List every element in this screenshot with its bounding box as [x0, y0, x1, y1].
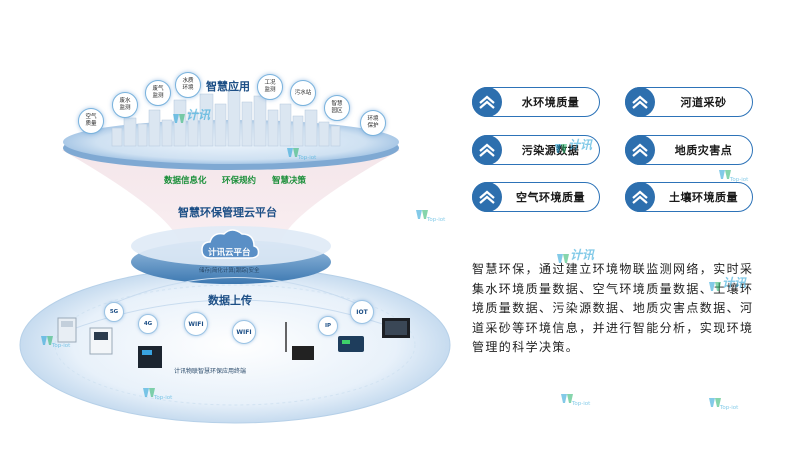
- category-label: 河道采砂: [680, 96, 727, 109]
- watermark: Top-iot: [708, 388, 738, 411]
- label-smart-decision: 智慧决策: [272, 176, 307, 186]
- category-air-quality: 空气环境质量: [472, 182, 600, 212]
- logo-icon: [40, 331, 54, 345]
- chevron-up-icon: [472, 135, 502, 165]
- chevron-up-icon: [472, 87, 502, 117]
- device-cabinet: [57, 317, 77, 343]
- label-env-rules: 环保规约: [222, 176, 257, 186]
- logo-icon: [142, 383, 156, 397]
- logo-icon: [708, 277, 722, 291]
- base-disc: [19, 266, 451, 424]
- category-soil-quality: 土壤环境质量: [625, 182, 753, 212]
- logo-icon: [556, 249, 570, 263]
- app-bubble-park: 智慧园区: [324, 95, 350, 121]
- logo-icon: [286, 143, 300, 157]
- logo-icon: [708, 393, 722, 407]
- upload-title: 数据上传: [208, 294, 252, 307]
- device-antenna-router: [285, 322, 314, 360]
- cloud-sub: 储存|简化计算|跟踪|安全: [199, 268, 260, 274]
- chevron-up-icon: [472, 182, 502, 212]
- app-bubble-exhaust: 废气监测: [145, 80, 171, 106]
- category-geohazard: 地质灾害点: [625, 135, 753, 165]
- terminal-caption: 计讯物联智慧环保应用终端: [174, 368, 247, 375]
- watermark: Top-iot: [40, 326, 70, 349]
- logo-icon: [415, 205, 429, 219]
- device-display-panel: [382, 318, 410, 338]
- cloud-icon: [201, 229, 260, 259]
- watermark: 计讯: [556, 244, 594, 263]
- label-data-info: 数据信息化: [164, 176, 207, 186]
- chip-iot: IOT: [350, 300, 374, 324]
- chip-wifi-2: WIFI: [232, 320, 256, 344]
- logo-icon: [172, 109, 186, 123]
- app-bubble-air: 空气质量: [78, 108, 104, 134]
- platform-diagram: [19, 89, 451, 424]
- watermark: 计讯: [554, 134, 592, 153]
- platform-title: 智慧环保管理云平台: [178, 206, 277, 219]
- watermark: 计讯: [708, 272, 746, 291]
- category-label: 空气环境质量: [516, 191, 585, 204]
- category-water-quality: 水环境质量: [472, 87, 600, 117]
- watermark: Top-iot: [142, 378, 172, 401]
- logo-icon: [718, 165, 732, 179]
- device-controller: [89, 327, 113, 355]
- app-bubble-wastewater: 废水监测: [112, 92, 138, 118]
- app-bubble-sewage: 污水站: [290, 80, 316, 106]
- watermark: Top-iot: [718, 160, 748, 183]
- watermark: Top-iot: [560, 384, 590, 407]
- description-text: 智慧环保，通过建立环境物联监测网络，实时采集水环境质量数据、空气环境质量数据、土…: [472, 262, 754, 354]
- category-label: 地质灾害点: [674, 144, 733, 157]
- smart-apps-title: 智慧应用: [206, 80, 250, 93]
- logo-icon: [554, 139, 568, 153]
- app-bubble-operating: 工况监测: [257, 74, 283, 100]
- chevron-up-icon: [625, 182, 655, 212]
- category-label: 土壤环境质量: [669, 191, 738, 204]
- chevron-up-icon: [625, 87, 655, 117]
- app-bubble-env-protection: 环境保护: [360, 110, 386, 136]
- watermark: Top-iot: [286, 138, 316, 161]
- logo-icon: [560, 389, 574, 403]
- chip-wifi-1: WIFI: [184, 312, 208, 336]
- chip-5g: 5G: [104, 302, 124, 322]
- category-pollution-source: 污染源数据: [472, 135, 600, 165]
- device-gateway: [338, 336, 364, 352]
- category-river-sand: 河道采砂: [625, 87, 753, 117]
- watermark: 计讯: [172, 104, 210, 123]
- category-label: 水环境质量: [521, 96, 580, 109]
- cloud-label: 计讯云平台: [208, 248, 251, 258]
- chip-ip: IP: [318, 316, 338, 336]
- app-bubble-water-quality: 水质环境: [175, 72, 201, 98]
- chevron-up-icon: [625, 135, 655, 165]
- chip-4g: 4G: [138, 314, 158, 334]
- watermark: Top-iot: [415, 200, 445, 223]
- city-skyline: [111, 89, 341, 147]
- device-rtu: [138, 346, 162, 368]
